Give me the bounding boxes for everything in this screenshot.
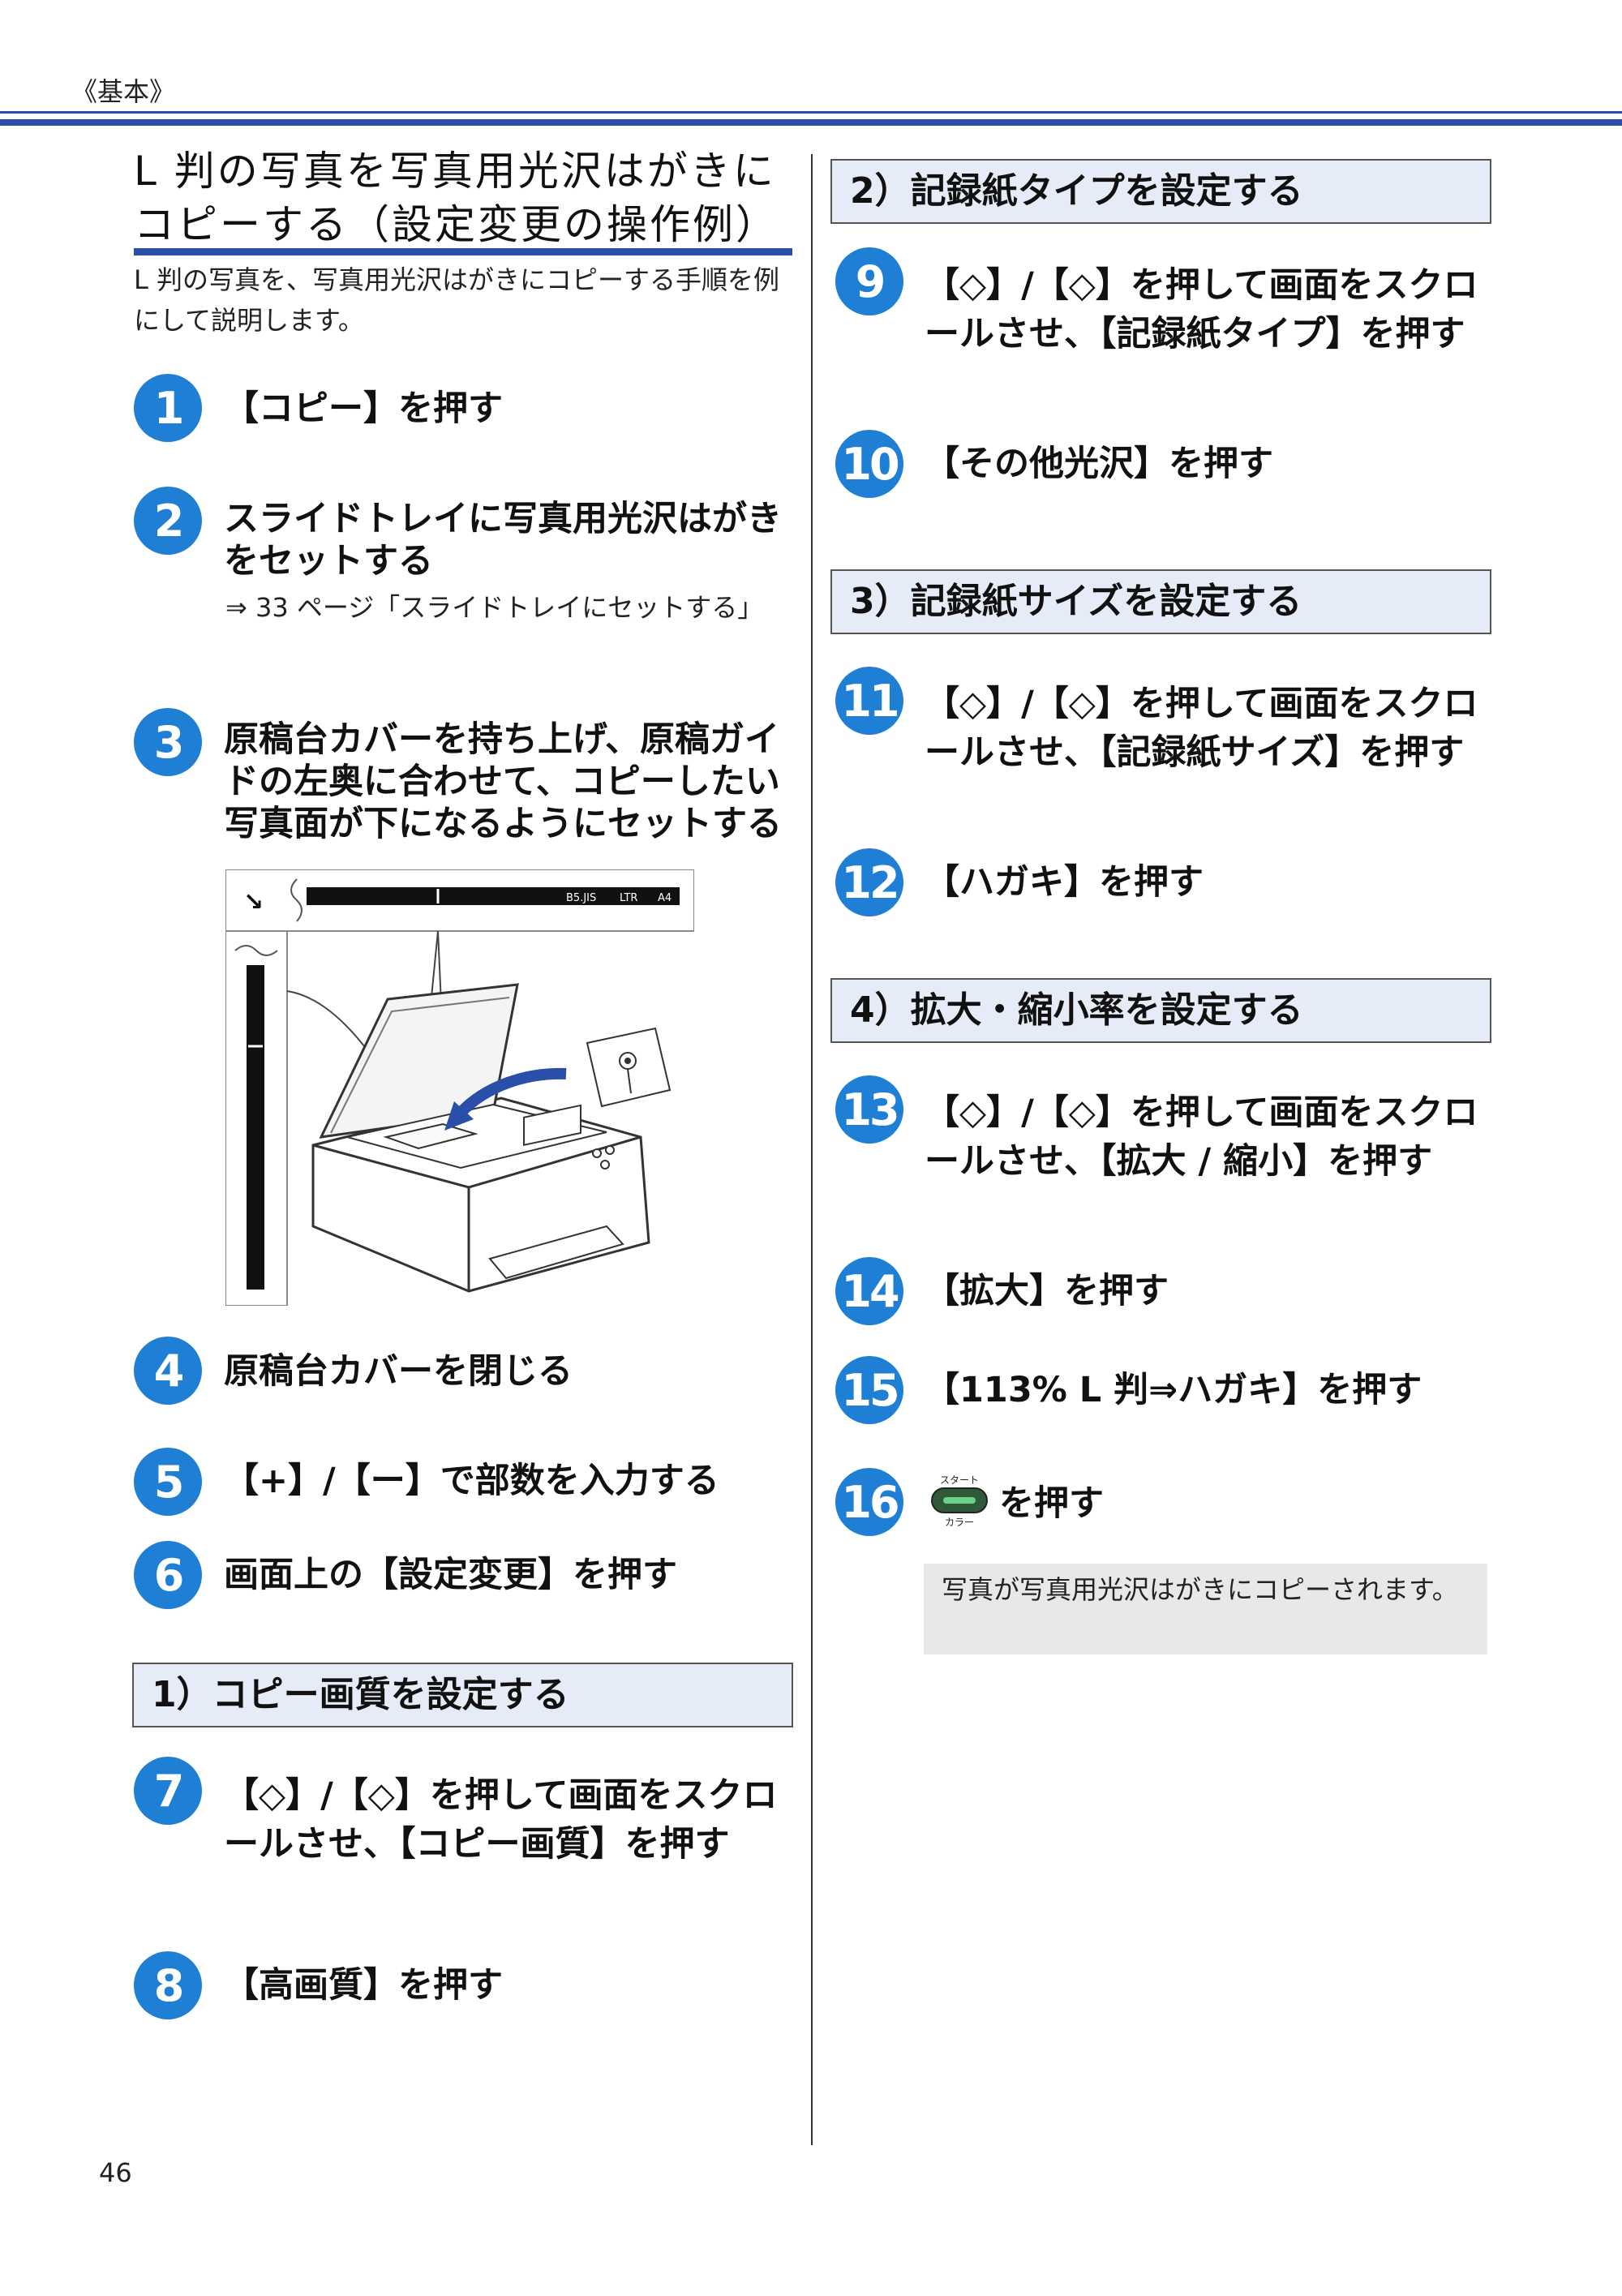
- step-text: 【高画質】を押す: [224, 1965, 503, 2006]
- header-rule-thick: [0, 119, 1622, 126]
- step-number-badge: 14: [835, 1257, 903, 1325]
- step-text: 【113% L 判⇒ハガキ】を押す: [925, 1370, 1422, 1410]
- title-underline: [134, 248, 792, 255]
- step-text: 【ハガキ】を押す: [925, 862, 1204, 903]
- step-number-badge: 4: [134, 1337, 202, 1405]
- subhead-paper-size: 3）記録紙サイズを設定する: [830, 569, 1491, 634]
- step-number-badge: 11: [835, 667, 903, 735]
- step-text: 原稿台カバーを閉じる: [224, 1351, 573, 1392]
- step-number-badge: 6: [134, 1541, 202, 1609]
- start-button-bottom-label: カラー: [945, 1517, 974, 1527]
- step-number-badge: 16: [835, 1468, 903, 1536]
- start-color-button-icon: スタート カラー: [931, 1474, 988, 1527]
- step-text: 【◇】/【◇】を押して画面をスクロールさせ、【拡大 / 縮小】を押す: [925, 1092, 1478, 1182]
- intro-text: L 判の写真を、写真用光沢はがきにコピーする手順を例にして説明します。: [134, 264, 780, 336]
- step-text: 【拡大】を押す: [925, 1271, 1169, 1311]
- step-number-badge: 3: [134, 708, 202, 776]
- step-number-badge: 1: [134, 374, 202, 442]
- step-number-badge: 2: [134, 487, 202, 555]
- step-number-badge: 15: [835, 1356, 903, 1424]
- tick-label-b5: B5.JIS: [566, 892, 596, 904]
- subhead-zoom-ratio: 4）拡大・縮小率を設定する: [830, 978, 1491, 1043]
- corner-arrow-icon: ↘: [243, 888, 264, 916]
- step-number-badge: 5: [134, 1448, 202, 1516]
- tick-label-a4: A4: [658, 892, 672, 904]
- subhead-copy-quality: 1）コピー画質を設定する: [132, 1663, 793, 1727]
- step-text: 原稿台カバーを持ち上げ、原稿ガイドの左奥に合わせて、コピーしたい写真面が下になる…: [224, 719, 782, 844]
- step-number-badge: 9: [835, 247, 903, 315]
- scanner-illustration: ↘ B5.JIS LTR A4: [225, 869, 694, 1306]
- step-number-badge: 8: [134, 1951, 202, 2019]
- page-title: L 判の写真を写真用光沢はがきにコピーする（設定変更の操作例）: [134, 148, 779, 248]
- result-note: 写真が写真用光沢はがきにコピーされます。: [924, 1564, 1487, 1654]
- section-label: 《基本》: [71, 76, 176, 107]
- step-text: 【その他光沢】を押す: [925, 444, 1273, 484]
- step-text: 【コピー】を押す: [224, 388, 503, 429]
- step-text: スライドトレイに写真用光沢はがきをセットする: [224, 499, 782, 582]
- subhead-paper-type: 2）記録紙タイプを設定する: [830, 159, 1491, 224]
- tick-label-ltr: LTR: [620, 892, 637, 904]
- step-number-badge: 12: [835, 848, 903, 916]
- step-number-badge: 10: [835, 430, 903, 498]
- step-text: 画面上の【設定変更】を押す: [224, 1555, 677, 1595]
- step-text: 【◇】/【◇】を押して画面をスクロールさせ、【コピー画質】を押す: [224, 1775, 778, 1865]
- header-rule-thin: [0, 111, 1622, 114]
- step-number-badge: 13: [835, 1075, 903, 1144]
- step-number-badge: 7: [134, 1757, 202, 1825]
- step-text: 【◇】/【◇】を押して画面をスクロールさせ、【記録紙タイプ】を押す: [925, 265, 1478, 354]
- column-divider: [811, 154, 813, 2145]
- step-text: 【+】/【ー】で部数を入力する: [224, 1461, 719, 1501]
- step-text: を押す: [999, 1483, 1104, 1524]
- start-button-top-label: スタート: [940, 1474, 979, 1486]
- page-number: 46: [99, 2157, 132, 2188]
- step-text: 【◇】/【◇】を押して画面をスクロールさせ、【記録紙サイズ】を押す: [925, 684, 1478, 773]
- step-note: ⇒ 33 ページ「スライドトレイにセットする」: [225, 592, 764, 623]
